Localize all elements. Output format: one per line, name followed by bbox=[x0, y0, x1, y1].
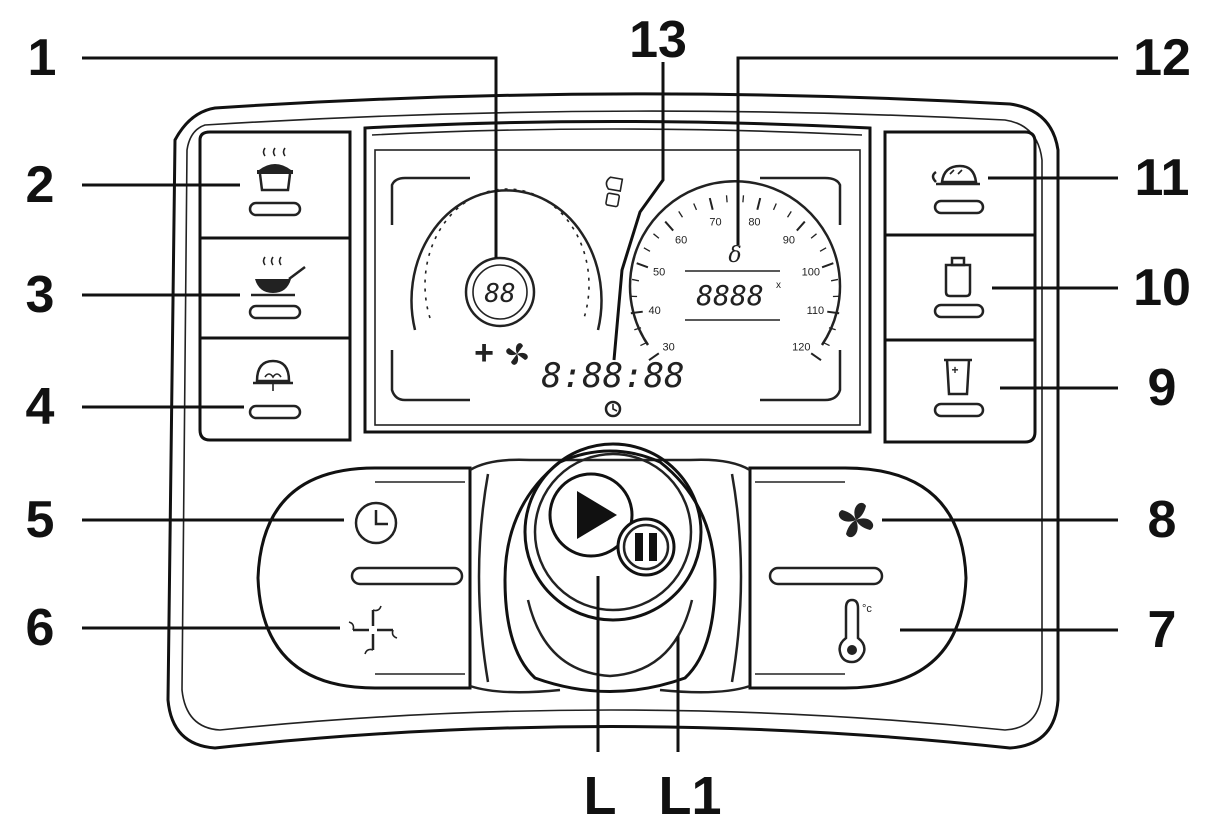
gauge-major-tick bbox=[648, 352, 660, 362]
callout-4: 4 bbox=[26, 378, 55, 436]
gauge-major-tick bbox=[630, 310, 643, 315]
leader-lines bbox=[82, 56, 1118, 752]
gauge-tick-label: 100 bbox=[802, 267, 820, 279]
left-button-column bbox=[198, 130, 352, 442]
pot-steam-icon bbox=[257, 147, 293, 192]
button-3[interactable] bbox=[205, 241, 345, 335]
gauge-major-tick bbox=[708, 197, 714, 210]
timer-small-icon bbox=[604, 400, 622, 418]
delta-symbol: δ bbox=[728, 243, 741, 268]
svg-text:+: + bbox=[951, 363, 958, 377]
gauge-minor-tick bbox=[822, 341, 830, 347]
clock-icon bbox=[354, 501, 398, 545]
callout-L: L bbox=[584, 766, 617, 826]
button-7-temperature[interactable]: °c bbox=[760, 590, 955, 680]
gauge-tick-label: 120 bbox=[792, 341, 810, 353]
celsius-mark: °c bbox=[862, 603, 872, 615]
gauge-minor-tick bbox=[643, 247, 651, 252]
callout-3: 3 bbox=[26, 266, 55, 324]
gauge-major-tick bbox=[636, 262, 649, 269]
callout-2: 2 bbox=[26, 156, 55, 214]
button-10[interactable] bbox=[890, 239, 1030, 337]
dome-cover-icon bbox=[253, 359, 293, 391]
gauge-minor-tick bbox=[786, 211, 792, 218]
panel-housing bbox=[166, 92, 1060, 750]
gauge-major-tick bbox=[827, 310, 840, 315]
gauge-minor-tick bbox=[725, 195, 728, 203]
button-2[interactable] bbox=[205, 137, 345, 235]
gauge-minor-tick bbox=[742, 195, 745, 203]
gauge-tick-label: 70 bbox=[709, 216, 721, 228]
gauge-major-tick bbox=[796, 220, 806, 232]
gauge-major-tick bbox=[664, 220, 674, 232]
gauge-tick-label: 90 bbox=[783, 234, 795, 246]
callout-7: 7 bbox=[1148, 601, 1177, 659]
button-9[interactable]: + bbox=[890, 344, 1030, 439]
gauge-minor-tick bbox=[678, 211, 684, 218]
jar-icon bbox=[944, 256, 972, 298]
time-readout: 8:88:88 bbox=[541, 356, 684, 396]
callout-9: 9 bbox=[1148, 359, 1177, 417]
gauge-minor-tick bbox=[653, 233, 660, 239]
start-pause-knob[interactable] bbox=[503, 442, 717, 693]
gauge-tick-label: 110 bbox=[807, 305, 825, 317]
gauge-minor-tick bbox=[772, 203, 777, 211]
cup-icon: + bbox=[944, 358, 972, 396]
gauge-tick-label: 40 bbox=[649, 305, 661, 317]
gauge-major-tick bbox=[756, 197, 762, 210]
gauge-minor-tick bbox=[640, 341, 648, 347]
button-6-fan[interactable] bbox=[270, 590, 460, 680]
pressure-gauge: 30 40 50 60 70 80 90 100 110 120 δ 8888 x bbox=[628, 179, 842, 362]
gauge-tick-label: 50 bbox=[653, 267, 665, 279]
gauge-tick-label: 80 bbox=[748, 216, 760, 228]
gauge-minor-tick bbox=[634, 327, 642, 331]
panel-housing-inner bbox=[181, 110, 1043, 731]
callout-10: 10 bbox=[1133, 259, 1191, 317]
gauge-minor-tick bbox=[631, 278, 640, 282]
gauge-major-tick bbox=[821, 262, 834, 269]
bottom-control-shell bbox=[256, 458, 968, 694]
pan-steam-icon bbox=[251, 256, 306, 297]
callout-11: 11 bbox=[1135, 149, 1190, 207]
roast-icon bbox=[931, 164, 980, 186]
plus-sign: + bbox=[474, 334, 494, 372]
gauge-unit-mark: x bbox=[776, 280, 781, 291]
play-pause-icon bbox=[548, 472, 676, 577]
gauge-tick-label: 60 bbox=[675, 234, 687, 246]
fan-icon bbox=[348, 605, 398, 655]
button-4[interactable] bbox=[205, 341, 345, 437]
button-11[interactable] bbox=[890, 137, 1030, 232]
callout-12: 12 bbox=[1133, 29, 1191, 87]
button-8-cool[interactable] bbox=[760, 475, 955, 565]
gauge-minor-tick bbox=[693, 203, 698, 211]
callout-8: 8 bbox=[1148, 491, 1177, 549]
callout-1: 1 bbox=[28, 29, 57, 87]
callout-L1: L1 bbox=[658, 766, 721, 826]
snowflake-icon bbox=[838, 502, 874, 538]
lid-lock-icon bbox=[605, 176, 624, 208]
gauge-minor-tick bbox=[828, 327, 836, 331]
small-fan-icon bbox=[506, 343, 528, 365]
lcd-display: 88 + 8:88:88 30 40 50 60 70 80 90 100 110 120 δ 8… bbox=[363, 120, 872, 434]
callout-5: 5 bbox=[26, 491, 55, 549]
thermometer-icon: °c bbox=[838, 598, 872, 664]
right-button-column bbox=[883, 130, 1037, 444]
center-readout: 88 bbox=[484, 279, 515, 309]
button-5-timer[interactable] bbox=[270, 475, 460, 565]
gauge-minor-tick bbox=[810, 233, 817, 239]
gauge-readout: 8888 bbox=[696, 279, 763, 312]
callout-13: 13 bbox=[629, 11, 687, 69]
gauge-minor-tick bbox=[819, 247, 827, 252]
callout-6: 6 bbox=[26, 599, 55, 657]
gauge-major-tick bbox=[810, 352, 822, 362]
gauge-minor-tick bbox=[830, 278, 839, 282]
center-readout-ring bbox=[464, 256, 536, 328]
gauge-tick-label: 30 bbox=[663, 341, 675, 353]
